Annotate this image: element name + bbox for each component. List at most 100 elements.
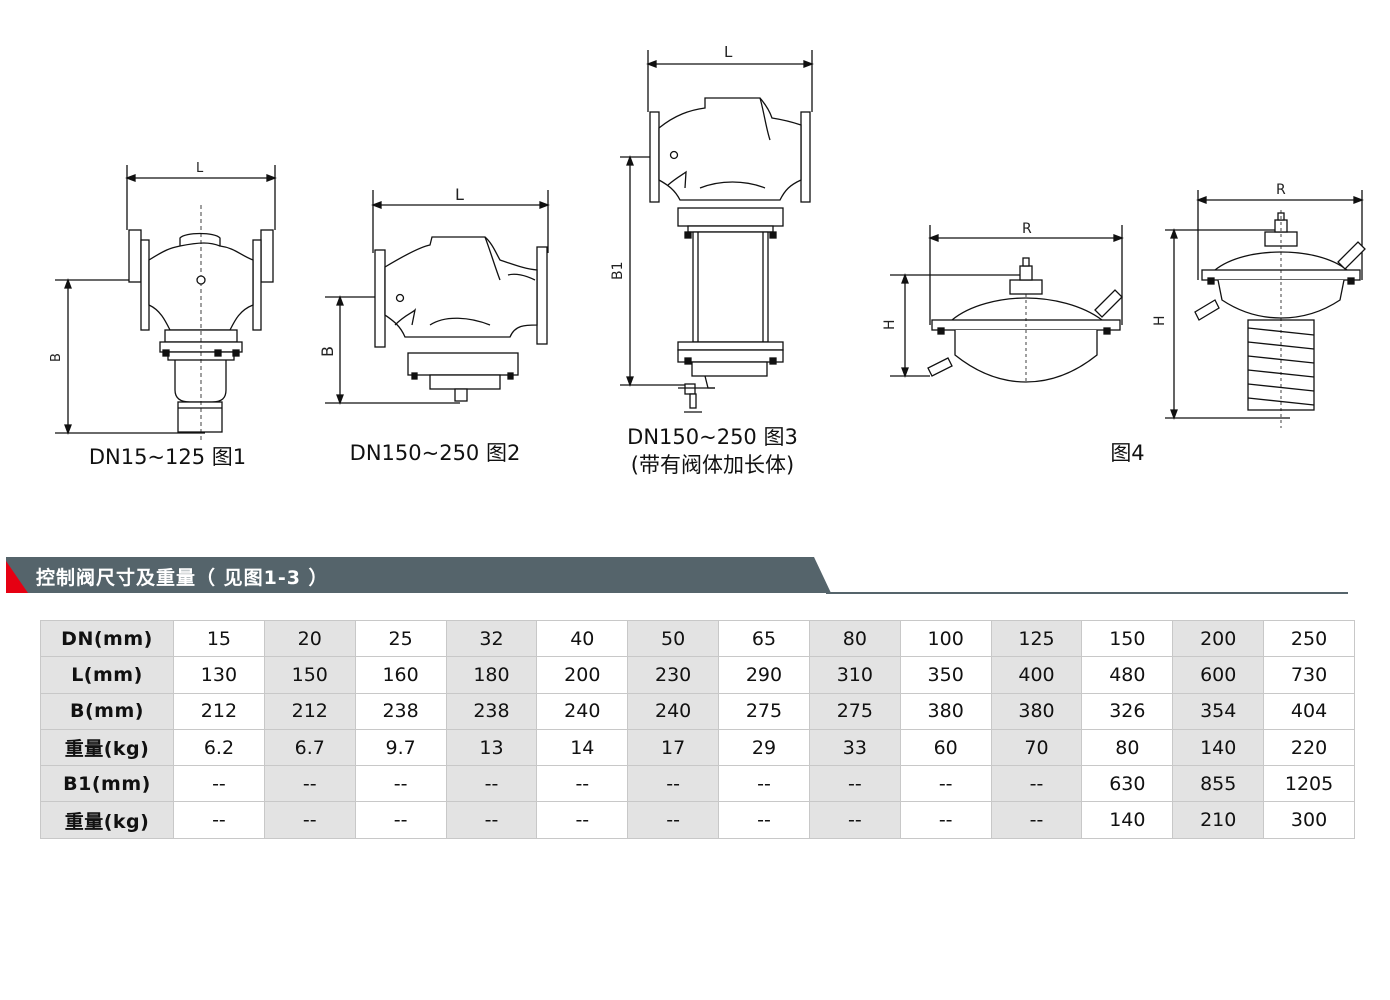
dim-B-fig2: B — [318, 346, 337, 357]
table-cell: 630 — [1081, 765, 1174, 803]
table-cell: 17 — [627, 728, 720, 767]
dim-R-fig4-right: R — [1276, 182, 1286, 198]
figure-4: R H R H — [870, 170, 1380, 430]
table-cell: 33 — [808, 728, 901, 767]
row-header: B(mm) — [40, 692, 174, 730]
table-cell: -- — [899, 801, 992, 839]
table-cell: 380 — [990, 692, 1083, 730]
section-header: 控制阀尺寸及重量（ 见图1-3 ） — [6, 557, 831, 593]
table-cell: 70 — [990, 728, 1083, 767]
table-cell: -- — [354, 765, 447, 803]
section-bar-shape — [6, 557, 831, 593]
section-title: 控制阀尺寸及重量（ 见图1-3 ） — [36, 567, 329, 589]
table-cell: 29 — [718, 728, 810, 767]
caption-fig4: 图4 — [1110, 441, 1145, 465]
dim-B1-fig3: B1 — [610, 261, 626, 280]
table-cell: 125 — [990, 619, 1083, 658]
table-cell: 13 — [445, 728, 538, 767]
table-cell: -- — [173, 801, 265, 839]
table-cell: 238 — [354, 692, 447, 730]
table-cell: 230 — [627, 656, 720, 694]
table-cell: -- — [990, 765, 1083, 803]
table-cell: -- — [990, 801, 1083, 839]
table-cell: -- — [627, 765, 720, 803]
valve-drawing-fig1: L B — [49, 161, 277, 440]
table-cell: -- — [718, 765, 810, 803]
table-cell: 20 — [263, 619, 356, 658]
table-cell: 220 — [1263, 728, 1355, 767]
figure-3: L B1 — [600, 40, 830, 425]
table-cell: 275 — [808, 692, 901, 730]
table-cell: 350 — [899, 656, 992, 694]
table-cell: 25 — [354, 619, 447, 658]
table-cell: 310 — [808, 656, 901, 694]
table-cell: -- — [899, 765, 992, 803]
table-cell: -- — [536, 801, 629, 839]
table-cell: 404 — [1263, 692, 1355, 730]
table-cell: -- — [445, 801, 538, 839]
table-cell: 855 — [1172, 765, 1265, 803]
caption-fig2: DN150~250 图2 — [349, 441, 521, 465]
table-cell: -- — [354, 801, 447, 839]
table-cell: 600 — [1172, 656, 1265, 694]
row-header: L(mm) — [40, 656, 174, 694]
table-cell: 326 — [1081, 692, 1174, 730]
table-cell: 238 — [445, 692, 538, 730]
table-cell: 6.7 — [263, 728, 356, 767]
table-cell: -- — [445, 765, 538, 803]
dim-B-fig1: B — [49, 353, 64, 362]
table-cell: 400 — [990, 656, 1083, 694]
dim-H-fig4-left: H — [882, 319, 898, 330]
valve-drawing-fig3: L B1 — [610, 43, 814, 413]
dim-L-fig3: L — [724, 43, 733, 61]
figure-1: L B — [40, 150, 300, 480]
table-cell: 160 — [354, 656, 447, 694]
table-cell: 6.2 — [173, 728, 265, 767]
table-cell: 150 — [1081, 619, 1174, 658]
table-cell: 140 — [1172, 728, 1265, 767]
table-cell: 380 — [899, 692, 992, 730]
table-cell: 40 — [536, 619, 629, 658]
section-divider — [826, 592, 1348, 594]
table-cell: 65 — [718, 619, 810, 658]
table-cell: 50 — [627, 619, 720, 658]
table-cell: 14 — [536, 728, 629, 767]
dim-L-fig2: L — [455, 185, 464, 204]
table-cell: 80 — [1081, 728, 1174, 767]
table-cell: 290 — [718, 656, 810, 694]
table-cell: -- — [808, 801, 901, 839]
table-cell: 240 — [536, 692, 629, 730]
table-cell: 480 — [1081, 656, 1174, 694]
caption-fig3-line1: DN150~250 图3 — [627, 425, 798, 449]
table-cell: 275 — [718, 692, 810, 730]
row-header: 重量(kg) — [40, 801, 174, 839]
row-header: B1(mm) — [40, 765, 174, 803]
table-cell: 9.7 — [354, 728, 447, 767]
table-cell: 100 — [899, 619, 992, 658]
table-cell: -- — [173, 765, 265, 803]
table-cell: 212 — [173, 692, 265, 730]
actuator-drawing-fig4: R H R H — [882, 182, 1366, 428]
table-cell: 32 — [445, 619, 538, 658]
table-cell: 180 — [445, 656, 538, 694]
table-cell: -- — [808, 765, 901, 803]
caption-fig3-line2: (带有阀体加长体) — [630, 453, 795, 477]
table-cell: 210 — [1172, 801, 1265, 839]
table-cell: 60 — [899, 728, 992, 767]
table-cell: 150 — [263, 656, 356, 694]
dim-R-fig4-left: R — [1022, 221, 1032, 237]
caption-fig1: DN15~125 图1 — [88, 445, 247, 469]
table-cell: 200 — [536, 656, 629, 694]
table-cell: 354 — [1172, 692, 1265, 730]
table-cell: 200 — [1172, 619, 1265, 658]
table-cell: 140 — [1081, 801, 1174, 839]
table-cell: -- — [263, 765, 356, 803]
dim-H-fig4-right: H — [1152, 315, 1168, 326]
